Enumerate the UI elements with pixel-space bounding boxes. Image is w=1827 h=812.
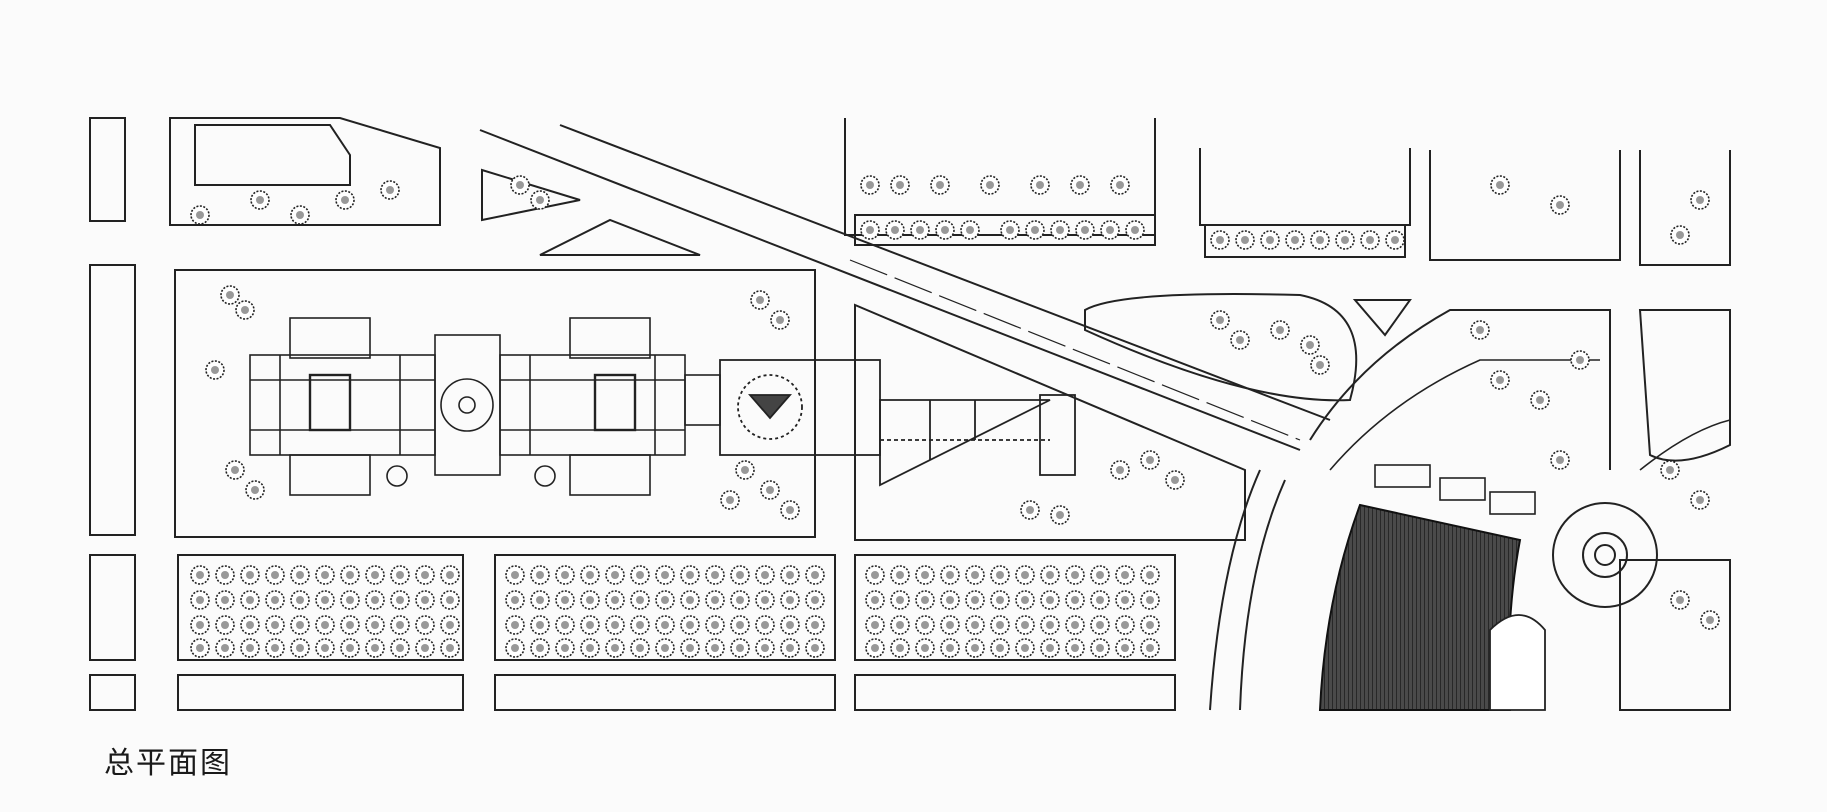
reflecting-pool xyxy=(1318,464,1546,711)
block-right-2 xyxy=(1619,559,1731,711)
block-right-1 xyxy=(1638,309,1731,462)
drawing-caption: 总平面图 xyxy=(104,746,232,781)
block-top-far-left xyxy=(89,117,126,222)
rotunda-icon xyxy=(440,378,494,432)
block-top-far-right-1 xyxy=(1429,150,1621,261)
tree-grid-3 xyxy=(865,565,1160,658)
triangle-island-1 xyxy=(481,168,581,222)
block-top-right xyxy=(1199,148,1411,226)
triangle-island-3 xyxy=(1352,299,1412,337)
block-top-right-strip xyxy=(1204,224,1406,258)
fountain-icon xyxy=(386,465,408,487)
block-mid-far-left xyxy=(89,264,136,536)
block-bottom-3b xyxy=(854,674,1176,711)
block-bottom-far-left xyxy=(89,554,136,661)
street-grid xyxy=(89,117,1731,711)
block-mid-triangle xyxy=(854,303,1246,541)
block-bottom-2b xyxy=(494,674,836,711)
tree-grid-2 xyxy=(505,565,825,658)
plaza-extension xyxy=(719,359,1076,487)
block-top-left xyxy=(169,117,441,226)
block-top-center xyxy=(844,118,1156,236)
triangle-island-2 xyxy=(539,218,701,256)
block-bottom-1 xyxy=(177,554,464,661)
block-top-far-right-2 xyxy=(1639,150,1731,266)
block-bottom-3 xyxy=(854,554,1176,661)
block-top-center-strip xyxy=(854,214,1156,246)
museum-block xyxy=(174,269,816,538)
tree-grid-1 xyxy=(190,565,460,658)
block-bottom-far-left-b xyxy=(89,674,136,711)
block-bottom-1b xyxy=(177,674,464,711)
lens-park xyxy=(1084,293,1358,402)
block-bottom-2 xyxy=(494,554,836,661)
museum-building xyxy=(249,317,721,496)
block-top-left-inner xyxy=(194,124,351,186)
tree-strip-top xyxy=(860,175,1405,250)
roundabout-icon xyxy=(1552,502,1658,608)
